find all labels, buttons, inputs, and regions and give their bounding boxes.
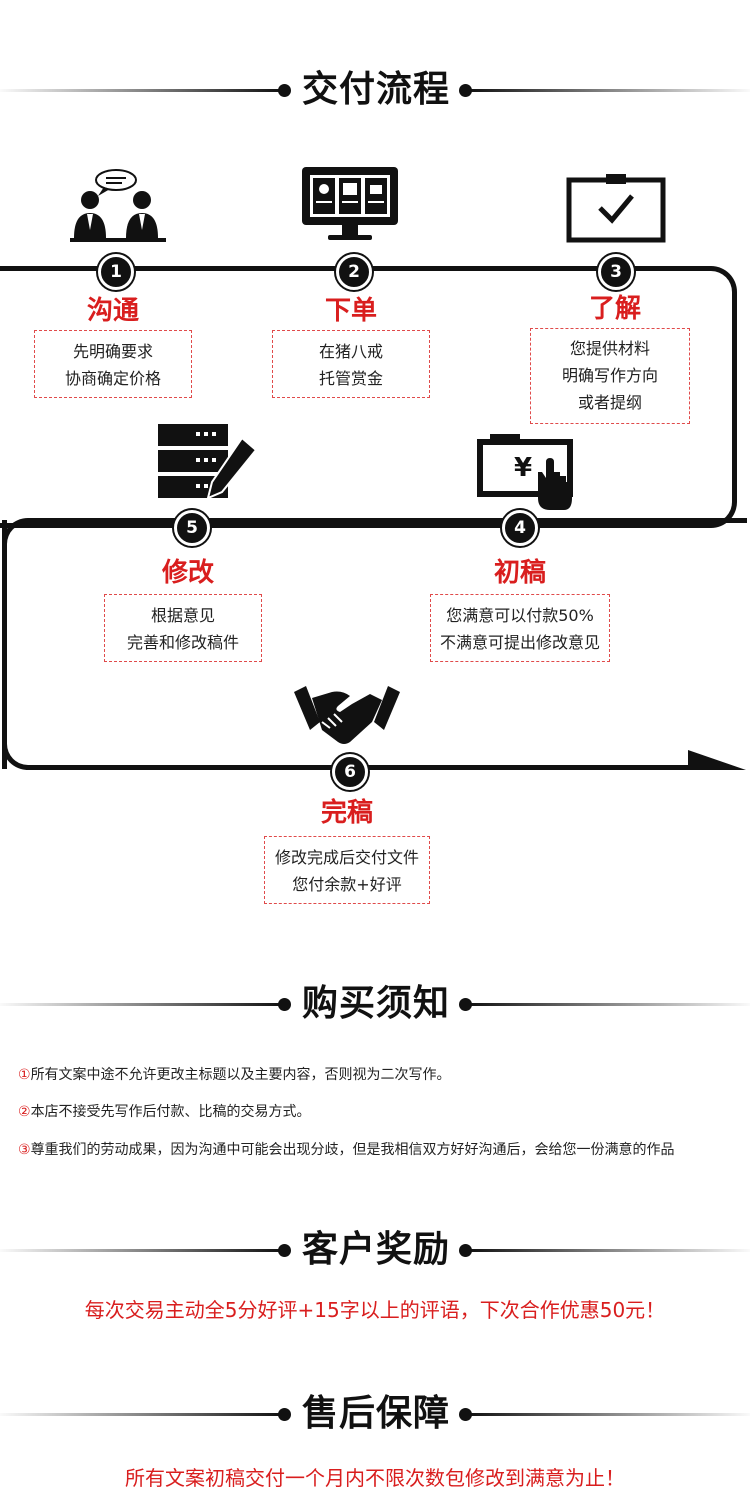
notice-item-1: ①所有文案中途不允许更改主标题以及主要内容，否则视为二次写作。 (18, 1064, 451, 1084)
section-title-after-sale: 售后保障 (0, 1394, 750, 1434)
divider-dot (459, 1244, 472, 1257)
notice-number: ① (18, 1067, 31, 1083)
flow-track-bottom (2, 520, 37, 770)
step-line: 修改完成后交付文件 (274, 848, 419, 867)
step-title-2: 下单 (324, 296, 377, 326)
divider-line (468, 1413, 750, 1416)
step-box-2: 在猪八戒 托管赏金 (272, 330, 430, 398)
section-heading: 购买须知 (301, 983, 450, 1024)
divider-line (468, 89, 750, 92)
notice-item-3: ③尊重我们的劳动成果，因为沟通中可能会出现分歧，但是我相信双方好好沟通后，会给您… (18, 1139, 750, 1159)
step-line: 协商确定价格 (64, 369, 161, 388)
step-title-6: 完稿 (320, 798, 373, 828)
notice-number: ② (18, 1104, 31, 1120)
section-title-delivery: 交付流程 (0, 70, 750, 110)
step-node-1: 1 (98, 254, 134, 290)
divider-line (0, 1003, 282, 1006)
divider-line (0, 1249, 282, 1252)
section-heading: 客户奖励 (301, 1229, 450, 1270)
step-line: 完善和修改稿件 (126, 633, 239, 652)
step-node-4: 4 (502, 510, 538, 546)
step-node-6: 6 (332, 754, 368, 790)
step-box-1: 先明确要求 协商确定价格 (34, 330, 192, 398)
step-node-5: 5 (174, 510, 210, 546)
step-node-2: 2 (336, 254, 372, 290)
handshake-icon (294, 686, 400, 744)
divider-line (0, 89, 282, 92)
divider-dot (278, 1408, 291, 1421)
after-sale-text: 所有文案初稿交付一个月内不限次数包修改到满意为止！ (125, 1466, 625, 1490)
monitor-icon (302, 167, 398, 240)
section-title-purchase: 购买须知 (0, 984, 750, 1024)
divider-line (468, 1003, 750, 1006)
notice-text: 本店不接受先写作后付款、比稿的交易方式。 (30, 1104, 311, 1120)
step-node-3: 3 (598, 254, 634, 290)
payment-icon: ¥ (477, 434, 573, 510)
step-line: 不满意可提出修改意见 (439, 633, 600, 652)
step-line: 根据意见 (150, 606, 215, 625)
document-edit-icon (158, 424, 258, 500)
step-box-4: 您满意可以付款50% 不满意可提出修改意见 (430, 594, 610, 662)
step-line: 在猪八戒 (318, 342, 383, 361)
divider-dot (459, 998, 472, 1011)
section-heading: 售后保障 (301, 1393, 450, 1434)
step-line: 您满意可以付款50% (446, 606, 594, 625)
notice-text: 尊重我们的劳动成果，因为沟通中可能会出现分歧，但是我相信双方好好沟通后，会给您一… (30, 1142, 675, 1158)
step-title-1: 沟通 (86, 296, 139, 326)
notice-number: ③ (18, 1142, 31, 1158)
step-title-3: 了解 (588, 294, 641, 324)
step-box-3: 您提供材料 明确写作方向 或者提纲 (530, 328, 690, 424)
divider-dot (278, 84, 291, 97)
notice-text: 所有文案中途不允许更改主标题以及主要内容，否则视为二次写作。 (30, 1067, 451, 1083)
flow-arrow-icon (688, 750, 746, 770)
step-line: 明确写作方向 (561, 366, 658, 385)
divider-dot (278, 998, 291, 1011)
step-line: 您付余款+好评 (292, 875, 402, 894)
customer-service-icon (70, 169, 166, 242)
divider-dot (459, 84, 472, 97)
divider-line (0, 1413, 282, 1416)
divider-dot (459, 1408, 472, 1421)
step-box-5: 根据意见 完善和修改稿件 (104, 594, 262, 662)
step-line: 或者提纲 (577, 393, 642, 412)
step-line: 托管赏金 (318, 369, 383, 388)
section-heading: 交付流程 (301, 69, 450, 110)
step-title-5: 修改 (161, 558, 214, 588)
divider-dot (278, 1244, 291, 1257)
step-line: 您提供材料 (569, 339, 650, 358)
divider-line (468, 1249, 750, 1252)
checkmark-board-icon (566, 174, 666, 243)
svg-text:¥: ¥ (514, 453, 532, 483)
notice-item-2: ②本店不接受先写作后付款、比稿的交易方式。 (18, 1101, 311, 1121)
step-title-4: 初稿 (493, 558, 546, 588)
step-line: 先明确要求 (72, 342, 153, 361)
reward-text: 每次交易主动全5分好评+15字以上的评语，下次合作优惠50元！ (84, 1298, 666, 1322)
step-box-6: 修改完成后交付文件 您付余款+好评 (264, 836, 430, 904)
section-title-reward: 客户奖励 (0, 1230, 750, 1270)
